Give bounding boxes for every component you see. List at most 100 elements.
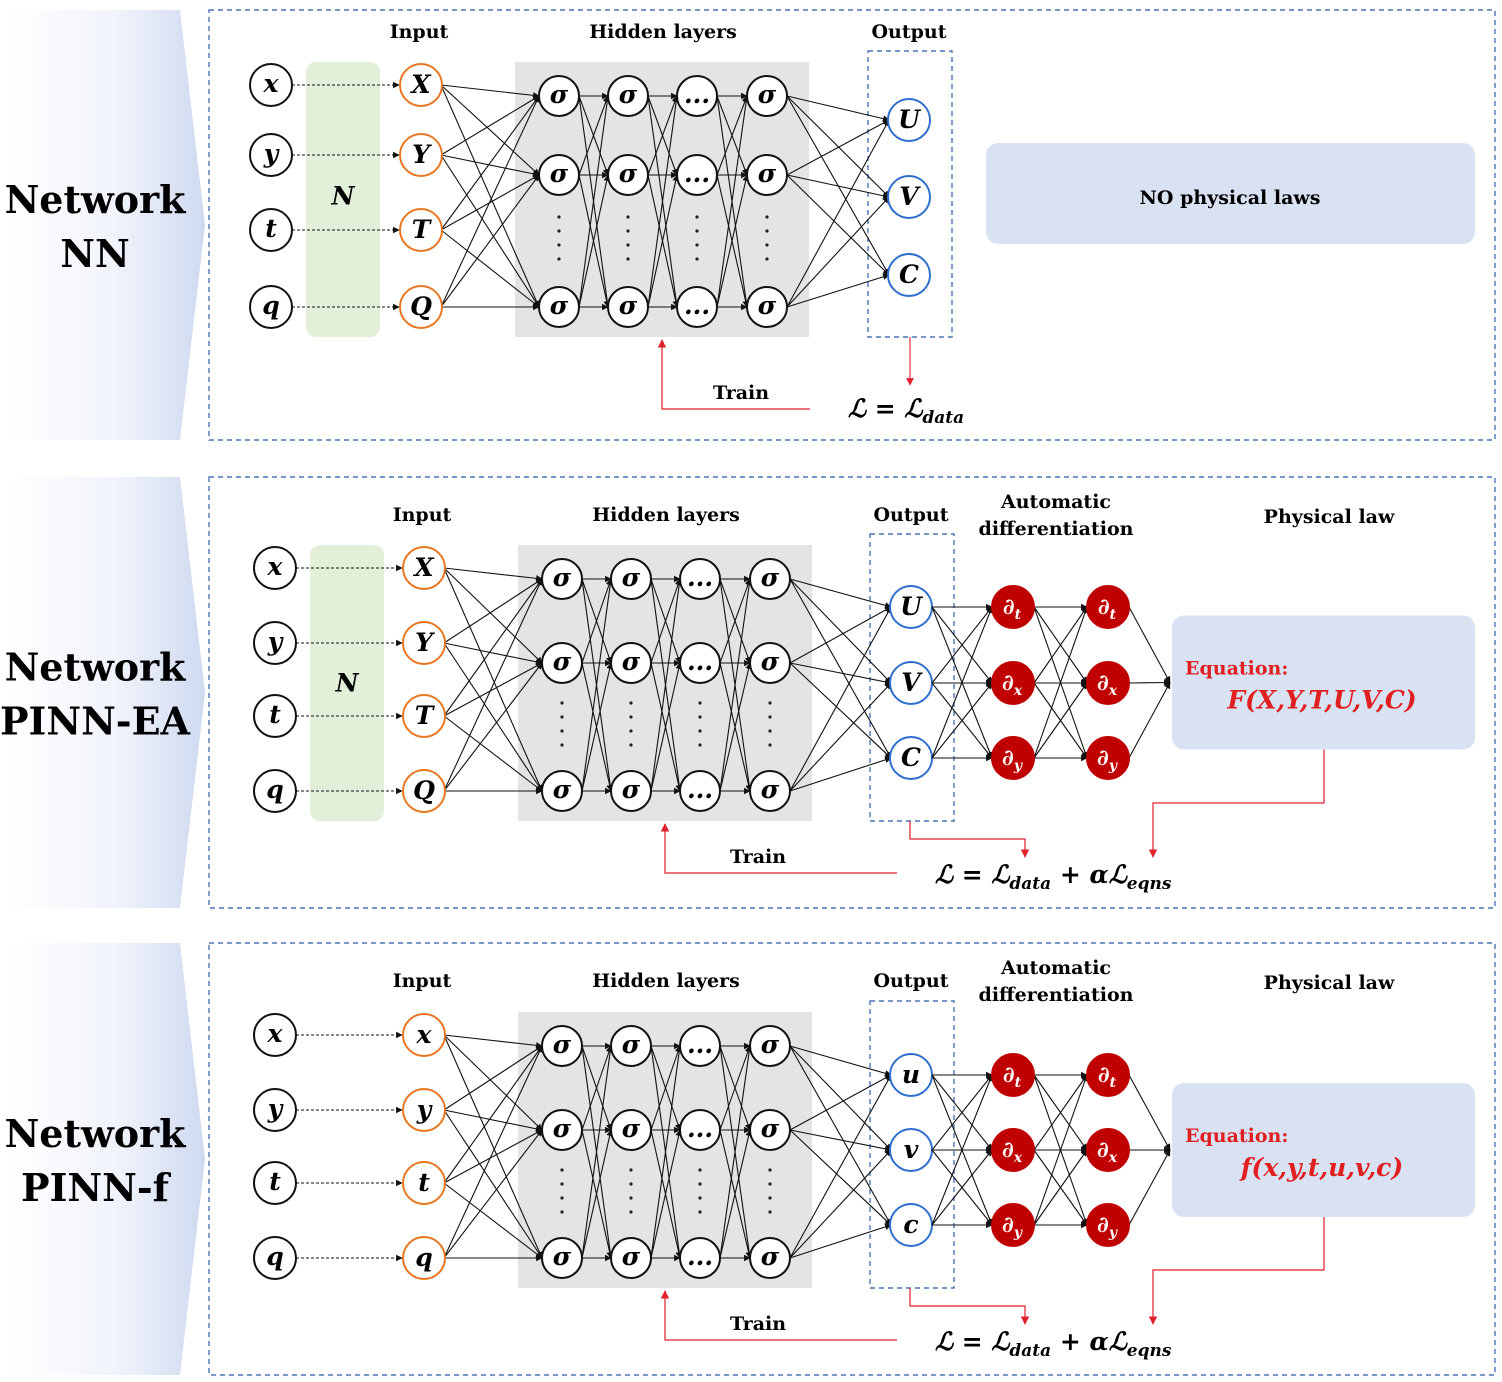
ad-node <box>991 1128 1035 1172</box>
input-label: y <box>416 1095 433 1124</box>
vertical-ellipsis-dot <box>698 1168 702 1172</box>
output-node <box>887 253 931 297</box>
raw-input-label: t <box>269 700 281 729</box>
ad-node-label: ∂x <box>1097 1137 1118 1166</box>
vertical-ellipsis-dot <box>626 257 630 261</box>
connection-line <box>443 1034 543 1259</box>
equation-to-loss-arrow <box>1148 1217 1325 1325</box>
input-label: X <box>412 553 435 582</box>
loss-sub-data: data <box>1009 874 1051 894</box>
hidden-node <box>679 558 721 600</box>
loss-sub-data: data <box>922 408 964 428</box>
connection-line <box>581 1045 613 1131</box>
output-to-loss-arrow <box>909 1288 1030 1325</box>
connection-line <box>440 84 540 308</box>
connection-line <box>650 662 682 792</box>
connection-line <box>440 84 540 99</box>
hidden-node <box>676 154 718 196</box>
hidden-layers-header: Hidden layers <box>592 504 740 526</box>
input-header: Input <box>390 21 449 43</box>
vertical-ellipsis-dot <box>560 715 564 719</box>
hidden-node-label: σ <box>758 291 777 320</box>
ad-node <box>1086 1128 1130 1172</box>
input-node <box>402 1236 446 1280</box>
connection-line <box>1128 1149 1171 1226</box>
hidden-node-label: σ <box>553 563 572 592</box>
loss-lhs: ℒ = ℒ <box>848 394 923 423</box>
equation-to-loss-arrow <box>1148 749 1325 858</box>
connection-line <box>440 229 540 308</box>
connection-line <box>443 1109 543 1133</box>
train-arrow <box>660 1290 897 1341</box>
connection-line <box>578 95 610 176</box>
input-label: Y <box>415 628 435 657</box>
connection-line <box>1033 606 1089 759</box>
connection-line <box>443 1182 543 1259</box>
connection-line <box>440 84 540 176</box>
output-label: V <box>901 668 923 697</box>
connection-line <box>443 1109 543 1259</box>
vertical-ellipsis-dot <box>698 1196 702 1200</box>
panel-title-line-2: NN <box>60 231 129 276</box>
connection-line <box>443 1045 543 1259</box>
vertical-ellipsis-dot <box>629 1168 633 1172</box>
connection-line <box>443 1045 543 1111</box>
hidden-node <box>610 1237 652 1279</box>
normalization-label: N <box>331 182 356 211</box>
input-node <box>402 694 446 738</box>
input-label: q <box>415 1243 432 1272</box>
train-arrow <box>660 823 897 874</box>
connection-line <box>789 1129 892 1153</box>
vertical-ellipsis-dot <box>560 701 564 705</box>
hidden-node <box>607 286 649 328</box>
connection-line <box>581 662 613 792</box>
connection-line <box>1033 682 1088 759</box>
loss-equation: ℒ = ℒdata + αℒeqns <box>935 1327 1172 1361</box>
connection-line <box>716 95 750 308</box>
vertical-ellipsis-dot <box>768 1196 772 1200</box>
connection-line <box>931 1074 993 1151</box>
equation-box <box>1172 1083 1475 1217</box>
ad-node-label: ∂y <box>1097 1212 1118 1241</box>
ad-node <box>991 1203 1035 1247</box>
output-header: Output <box>873 970 948 992</box>
hidden-node <box>538 154 580 196</box>
physics-box-label: NO physical laws <box>1140 187 1321 209</box>
vertical-ellipsis-dot <box>695 243 699 247</box>
panel-title-line-1: Network <box>5 645 187 690</box>
hidden-node-label: σ <box>761 775 780 804</box>
hidden-node-label: σ <box>622 647 641 676</box>
ad-node <box>991 1053 1035 1097</box>
normalization-box <box>310 545 384 821</box>
equation-label: Equation: <box>1185 658 1288 680</box>
loss-equation: ℒ = ℒdata + αℒeqns <box>935 860 1172 894</box>
hidden-ellipsis: ... <box>687 1030 713 1059</box>
vertical-ellipsis-dot <box>560 1182 564 1186</box>
ad-node-label: ∂y <box>1097 745 1118 774</box>
connection-line <box>1033 1149 1088 1226</box>
hidden-node-label: σ <box>553 775 572 804</box>
connection-line <box>786 273 890 308</box>
partial-subscript: y <box>1013 758 1023 774</box>
output-node <box>887 175 931 219</box>
connection-line <box>1128 606 1171 684</box>
hidden-node <box>607 75 649 117</box>
vertical-ellipsis-dot <box>629 715 633 719</box>
connection-line <box>931 682 993 759</box>
connection-line <box>789 578 892 609</box>
partial-symbol: ∂ <box>1097 745 1109 771</box>
connection-line <box>443 578 543 644</box>
output-label: C <box>901 743 921 772</box>
hidden-node <box>746 154 788 196</box>
vertical-ellipsis-dot <box>768 1210 772 1214</box>
input-header: Input <box>393 504 452 526</box>
physical-law-header: Physical law <box>1264 506 1395 528</box>
hidden-node <box>541 642 583 684</box>
connection-line <box>440 154 540 308</box>
loss-sub-eqns: eqns <box>1127 1341 1172 1361</box>
partial-subscript: t <box>1015 607 1022 623</box>
connection-line <box>1033 1074 1089 1226</box>
hidden-node-label: σ <box>619 159 638 188</box>
partial-subscript: t <box>1110 607 1117 623</box>
